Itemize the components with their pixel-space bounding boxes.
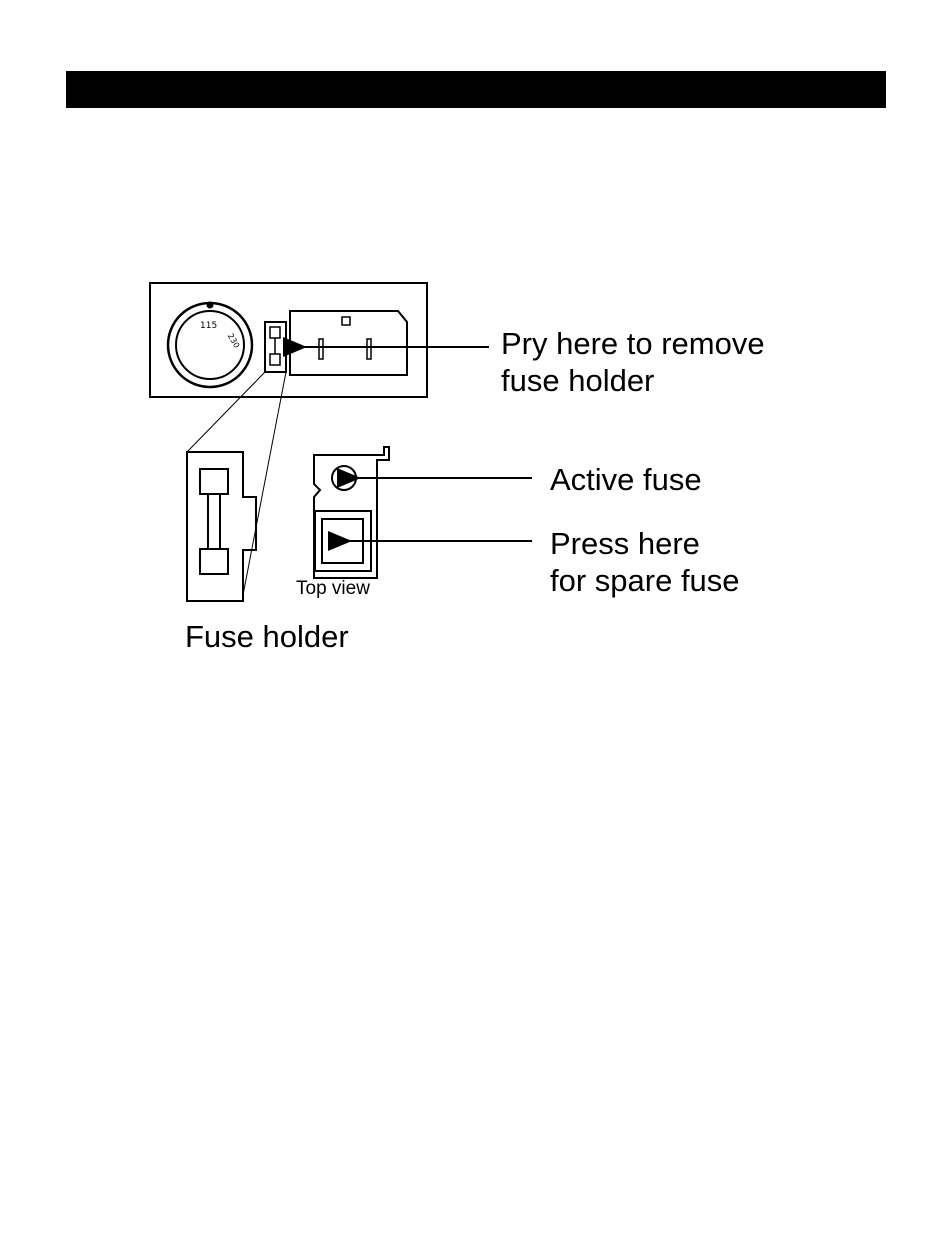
zoom-line-right	[243, 372, 286, 595]
svg-text:115: 115	[200, 321, 217, 331]
power-entry-panel	[150, 283, 427, 397]
press-callout-line2: for spare fuse	[550, 562, 740, 599]
pry-callout-line2: fuse holder	[501, 362, 654, 399]
fuse-holder-slot	[265, 322, 286, 372]
voltage-selector-dial: 115 230	[168, 302, 252, 388]
active-fuse-callout: Active fuse	[550, 461, 702, 498]
press-callout-line1: Press here	[550, 525, 700, 562]
fuse-holder-top-view	[314, 447, 389, 578]
power-inlet	[290, 311, 407, 375]
pry-callout-line1: Pry here to remove	[501, 325, 765, 362]
top-view-label: Top view	[296, 578, 370, 601]
svg-text:230: 230	[226, 332, 241, 350]
fuse-holder-label: Fuse holder	[185, 618, 349, 655]
